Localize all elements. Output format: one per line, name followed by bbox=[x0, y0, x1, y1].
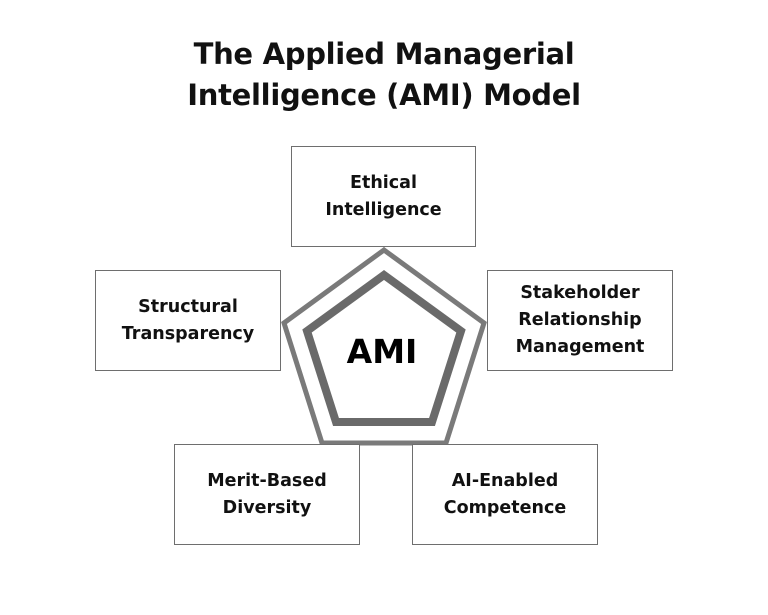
node-label-line: Relationship bbox=[518, 310, 642, 330]
node-label-line: Transparency bbox=[121, 323, 255, 344]
node-merit-based-diversity: Merit-Based Diversity bbox=[174, 444, 360, 545]
node-label-line: Structural bbox=[138, 296, 238, 317]
center-label: AMI bbox=[346, 332, 418, 371]
node-ethical-intelligence: Ethical Intelligence bbox=[291, 146, 476, 247]
title-line-1: The Applied Managerial bbox=[193, 37, 575, 71]
node-label-line: Management bbox=[515, 337, 645, 357]
node-label-line: Ethical bbox=[350, 172, 417, 193]
node-label-line: Stakeholder bbox=[520, 283, 640, 303]
title-line-2: Intelligence (AMI) Model bbox=[187, 78, 581, 112]
node-label-line: Merit-Based bbox=[207, 470, 327, 491]
diagram-title: The Applied Managerial Intelligence (AMI… bbox=[84, 34, 684, 116]
node-label-line: Intelligence bbox=[325, 199, 442, 220]
node-label-line: Competence bbox=[443, 497, 567, 518]
node-stakeholder-relationship-management: Stakeholder Relationship Management bbox=[487, 270, 673, 371]
node-label-line: Diversity bbox=[222, 497, 312, 518]
node-structural-transparency: Structural Transparency bbox=[95, 270, 281, 371]
node-label-line: AI-Enabled bbox=[451, 470, 559, 491]
node-ai-enabled-competence: AI-Enabled Competence bbox=[412, 444, 598, 545]
